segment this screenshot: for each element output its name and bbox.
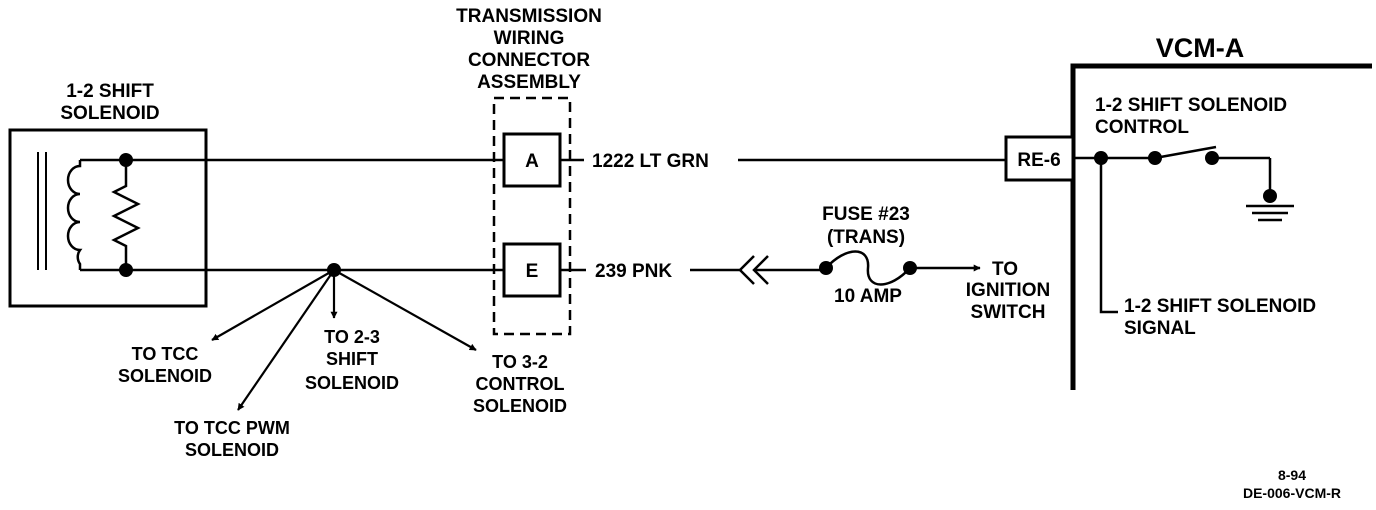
switch-contact: [1154, 145, 1217, 160]
vcm-module: VCM-A RE-6 1-2 SHIFT SOLENOID CONTROL 1-…: [1004, 33, 1372, 390]
ignition-label-line3: SWITCH: [971, 302, 1046, 323]
vcm-signal-line2: SIGNAL: [1124, 318, 1196, 339]
footer-code: DE-006-VCM-R: [1243, 485, 1341, 501]
connector-pin-a: [502, 132, 562, 188]
solenoid-box: [8, 128, 208, 308]
ignition-label-line1: TO: [992, 259, 1018, 280]
vcm-control-line1: 1-2 SHIFT SOLENOID: [1095, 95, 1287, 116]
wire-bottom-label: 239 PNK: [595, 261, 672, 282]
connector-dashed-outline: [492, 96, 572, 336]
fuse-name-line1: FUSE #23: [822, 204, 910, 225]
connector-pin-e-label: E: [526, 261, 539, 282]
wire-top-label: 1222 LT GRN: [592, 151, 709, 172]
coil-icon: [66, 160, 83, 270]
connector-title-line3: CONNECTOR: [468, 50, 590, 71]
branch-arrow-tcc: [211, 269, 335, 341]
ground-node-dot: [1263, 189, 1277, 203]
vcm-control-line2: CONTROL: [1095, 117, 1189, 138]
wire-bottom: 239 PNK: [126, 255, 826, 285]
ignition-label-line2: IGNITION: [966, 280, 1050, 301]
control32-label-line3: SOLENOID: [473, 396, 567, 416]
vcm-terminal-label: RE-6: [1017, 150, 1060, 171]
tcc-label-line2: SOLENOID: [118, 366, 212, 386]
tcc-pwm-label-line2: SOLENOID: [185, 440, 279, 460]
fuse-name-line2: (TRANS): [827, 227, 905, 248]
shift23-label-line1: TO 2-3: [324, 327, 380, 347]
wire-top: 1222 LT GRN: [126, 151, 1006, 172]
connector-title-line4: ASSEMBLY: [477, 72, 581, 93]
connector-title-line2: WIRING: [494, 28, 565, 49]
fuse-terminal-dot: [819, 261, 833, 275]
shift23-label-line3: SOLENOID: [305, 373, 399, 393]
tcc-label-line1: TO TCC: [132, 344, 199, 364]
footer-date: 8-94: [1278, 467, 1306, 483]
branch-arrow-tcc-pwm: [237, 269, 335, 411]
solenoid-label-line2: SOLENOID: [60, 103, 159, 124]
resistor-icon: [111, 160, 141, 270]
fuse-component: FUSE #23 (TRANS) 10 AMP: [819, 204, 981, 307]
branch-arrows: [211, 269, 477, 411]
connector-pin-e: [502, 242, 562, 298]
fuse-icon: [825, 250, 911, 286]
tcc-pwm-label-line1: TO TCC PWM: [174, 418, 290, 438]
solenoid-component: 1-2 SHIFT SOLENOID: [8, 81, 208, 308]
switch-terminal-dot: [1205, 151, 1219, 165]
connector-pin-a-label: A: [525, 151, 539, 172]
solenoid-label-line1: 1-2 SHIFT: [66, 81, 154, 102]
control32-label-line1: TO 3-2: [492, 352, 548, 372]
shift23-label-line2: SHIFT: [326, 349, 378, 369]
ground-icon: [1246, 204, 1294, 222]
branch-arrow-3-2: [333, 269, 477, 351]
connector-title-line1: TRANSMISSION: [456, 6, 602, 27]
control32-label-line2: CONTROL: [476, 374, 565, 394]
switch-pivot-dot: [1148, 151, 1162, 165]
connector-assembly: TRANSMISSION WIRING CONNECTOR ASSEMBLY A…: [456, 6, 602, 336]
vcm-signal-line1: 1-2 SHIFT SOLENOID: [1124, 296, 1316, 317]
chevron-left-icon: [738, 255, 755, 285]
fuse-rating: 10 AMP: [834, 286, 902, 307]
vcm-title: VCM-A: [1156, 33, 1245, 63]
vcm-border: [1070, 63, 1372, 390]
